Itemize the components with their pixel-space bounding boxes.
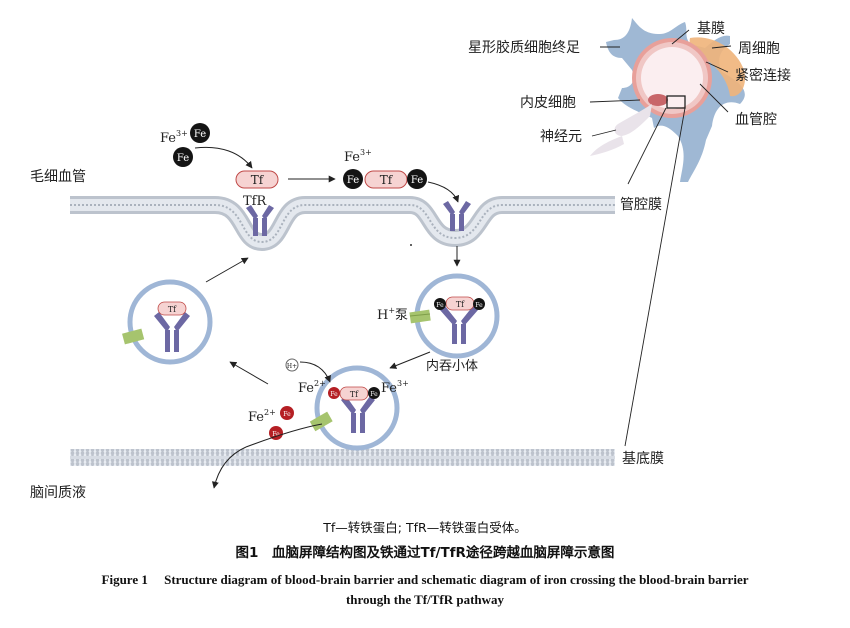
tf-label: Tf xyxy=(251,173,265,187)
pericyte-label: 周细胞 xyxy=(738,41,780,57)
luminal-membrane-label: 管腔膜 xyxy=(620,197,662,213)
fe2-released: Fe2+ Fe Fe xyxy=(248,406,294,440)
fe3-ion xyxy=(190,123,210,143)
binding-arrow xyxy=(194,146,253,169)
figure-caption-zh: 图1 血脑屏障结构图及铁通过Tf/TfR途径跨越血脑屏障示意图 xyxy=(235,545,615,561)
h-ion-label: H+ xyxy=(287,363,297,370)
tf-label: Tf xyxy=(168,305,177,314)
fe3-ion xyxy=(407,169,427,189)
vessel-leaders xyxy=(589,29,732,447)
endosome-label: 内吞小体 xyxy=(426,358,478,374)
fe3-label: Fe3+ xyxy=(160,129,188,146)
transferrin-receptor xyxy=(443,201,471,231)
proton-arrow xyxy=(299,361,331,383)
fe3-ion-label: Fe xyxy=(177,153,189,164)
endosome-right: Tf Fe Fe xyxy=(409,273,500,359)
binding-arrow xyxy=(427,181,460,203)
fe2-label: Fe2+ xyxy=(248,408,276,425)
fe2-ion-label: Fe xyxy=(272,431,280,438)
figure-caption-en-line1: Figure 1 Structure diagram of blood-brai… xyxy=(101,572,749,587)
exocytosis-arrow xyxy=(205,257,249,283)
capillary-membrane xyxy=(70,196,615,252)
fe3-ion xyxy=(343,169,363,189)
vessel-lumen-label: 血管腔 xyxy=(735,112,777,128)
fe3-label: Fe3+ xyxy=(344,148,372,165)
vessel-cross-section xyxy=(590,18,746,182)
release-arrow xyxy=(211,446,247,489)
capillary-label: 毛细血管 xyxy=(30,169,86,185)
fe3-ion-label: Fe xyxy=(436,302,444,309)
h-ion xyxy=(285,358,299,372)
h-pump-label: H+泵 xyxy=(377,306,408,323)
endosome-recycling: Tf xyxy=(122,279,213,365)
figure-caption-en-line2: through the Tf/TfR pathway xyxy=(345,592,505,607)
acidification-arrow xyxy=(389,351,431,369)
abbreviation-note: Tf—转铁蛋白; TfR—转铁蛋白受体。 xyxy=(323,520,527,535)
fe3-free-ions: Fe3+ Fe Fe xyxy=(160,123,210,167)
export-channel-arrow xyxy=(245,423,323,448)
fe3-ion-label: Fe xyxy=(370,391,378,398)
transferrin-unbound: Tf xyxy=(235,170,279,189)
astro-endfoot-label: 星形胶质细胞终足 xyxy=(468,39,580,56)
brain-fluid-label: 脑间质液 xyxy=(30,485,86,501)
tf-label: Tf xyxy=(456,300,465,309)
endosome-acidified: Tf Fe Fe xyxy=(309,365,400,451)
basal-membrane xyxy=(70,449,615,466)
holo-transferrin: Fe3+ Tf Fe Fe xyxy=(343,148,427,189)
fe3-label: Fe3+ xyxy=(381,379,409,396)
basement-membrane-label: 基底膜 xyxy=(622,450,664,467)
fe3-ion xyxy=(173,147,193,167)
endothelial-cell-label: 内皮细胞 xyxy=(520,95,576,111)
recycle-arrow xyxy=(229,361,269,385)
bbb-diagram: 毛细血管 脑间质液 Fe3+ Fe Fe Tf TfR Fe3+ Tf Fe F… xyxy=(30,18,791,501)
fe2-ion-label: Fe xyxy=(330,391,338,398)
fe3-ion-label: Fe xyxy=(194,129,206,140)
tfr-label: TfR xyxy=(243,194,267,209)
transferrin-receptor xyxy=(246,205,274,236)
dot xyxy=(410,244,412,246)
basal-lamina-label: 基膜 xyxy=(697,20,725,37)
tight-junction-label: 紧密连接 xyxy=(735,67,791,84)
fe2-ion-label: Fe xyxy=(283,411,291,418)
fe3-ion-label: Fe xyxy=(347,175,359,186)
fe3-ion-label: Fe xyxy=(475,302,483,309)
tf-label: Tf xyxy=(380,173,394,187)
fe2-label: Fe2+ xyxy=(298,379,326,396)
neuron-label: 神经元 xyxy=(540,129,582,145)
tf-label: Tf xyxy=(350,390,359,399)
fe3-ion-label: Fe xyxy=(411,175,423,186)
